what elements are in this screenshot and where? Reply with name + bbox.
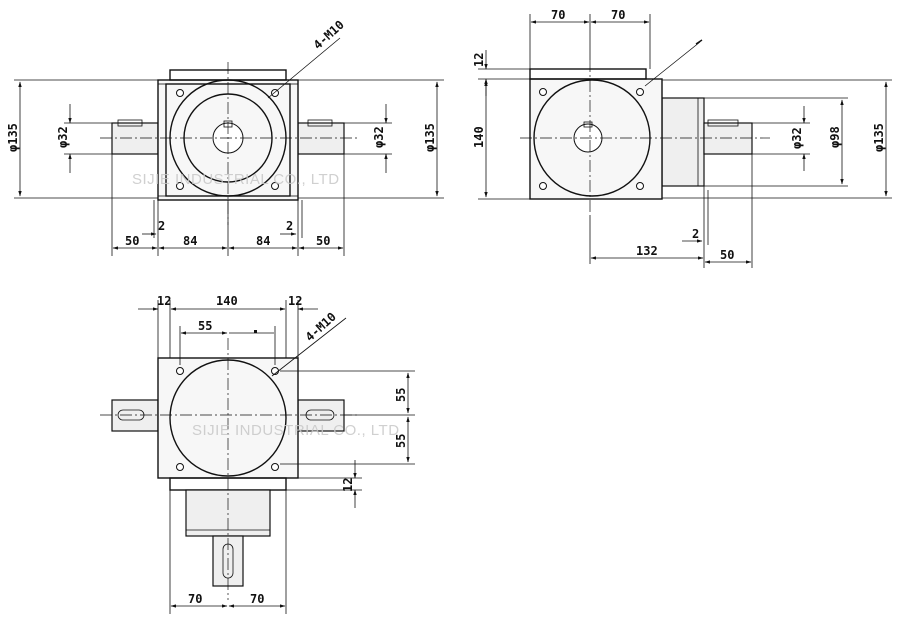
front-view: 4-M10 φ135 φ32 φ32 φ135 50 84 xyxy=(6,18,444,256)
side-output-shaft xyxy=(703,122,753,155)
watermark-lower: SIJIE INDUSTRIAL CO., LTD xyxy=(192,422,400,439)
front-bolt-hole xyxy=(176,182,184,190)
side-dia-shaft: φ32 xyxy=(790,127,804,149)
front-left-shaft xyxy=(111,122,159,155)
front-gap-left: 2 xyxy=(158,219,165,233)
top-bolt-hole xyxy=(176,367,184,375)
side-bolt-hole xyxy=(636,88,644,96)
front-bolt-hole xyxy=(176,89,184,97)
front-dia-left-height: φ135 xyxy=(6,123,20,152)
side-bolt-hole xyxy=(636,182,644,190)
side-dim-body-height: 140 xyxy=(472,126,486,148)
top-bolt-hole xyxy=(271,463,279,471)
top-dim-vert-lower: 55 xyxy=(394,434,408,448)
side-dim-top-left: 70 xyxy=(551,8,565,22)
front-dim-half-right: 84 xyxy=(256,234,270,248)
side-dim-shaft: 50 xyxy=(720,248,734,262)
side-dia-pilot: φ98 xyxy=(828,126,842,148)
top-view: 4-M10 12 140 12 55 55 55 12 xyxy=(100,294,415,614)
top-left-shaft xyxy=(111,399,159,432)
side-top-flange xyxy=(529,68,647,80)
side-bolt-hole xyxy=(539,182,547,190)
top-bolt-callout: 4-M10 xyxy=(303,310,339,345)
front-dia-left-shaft: φ32 xyxy=(56,126,70,148)
side-view: 70 70 12 140 φ32 φ98 φ135 132 50 xyxy=(472,8,892,268)
top-dim-half: 55 xyxy=(198,319,212,333)
front-bolt-hole xyxy=(271,182,279,190)
side-bolt-hole xyxy=(539,88,547,96)
watermark-upper: SIJIE INDUSTRIAL CO., LTD xyxy=(132,171,340,188)
top-bolt-hole xyxy=(176,463,184,471)
top-dim-flange-left: 12 xyxy=(157,294,171,308)
side-dia-height: φ135 xyxy=(872,123,886,152)
side-output-key xyxy=(707,119,739,127)
top-dim-bottom-right: 70 xyxy=(250,592,264,606)
front-right-shaft xyxy=(297,122,345,155)
side-dim-flange: 12 xyxy=(472,53,486,67)
front-dia-right-shaft: φ32 xyxy=(372,126,386,148)
front-right-key xyxy=(307,119,333,127)
top-dim-flange-right: 12 xyxy=(288,294,302,308)
front-left-key xyxy=(117,119,143,127)
side-dim-gap: 2 xyxy=(692,227,699,241)
side-dim-top-right: 70 xyxy=(611,8,625,22)
front-gap-right: 2 xyxy=(286,219,293,233)
front-dia-right-height: φ135 xyxy=(423,123,437,152)
front-dim-shaft-right: 50 xyxy=(316,234,330,248)
front-bolt-hole xyxy=(271,89,279,97)
top-dim-vert-upper: 55 xyxy=(394,388,408,402)
top-dim-flange-bottom: 12 xyxy=(341,478,355,492)
top-dim-bottom-left: 70 xyxy=(188,592,202,606)
front-dim-half-left: 84 xyxy=(183,234,197,248)
front-dim-shaft-left: 50 xyxy=(125,234,139,248)
side-dim-offset: 132 xyxy=(636,244,658,258)
top-dim-body-width: 140 xyxy=(216,294,238,308)
